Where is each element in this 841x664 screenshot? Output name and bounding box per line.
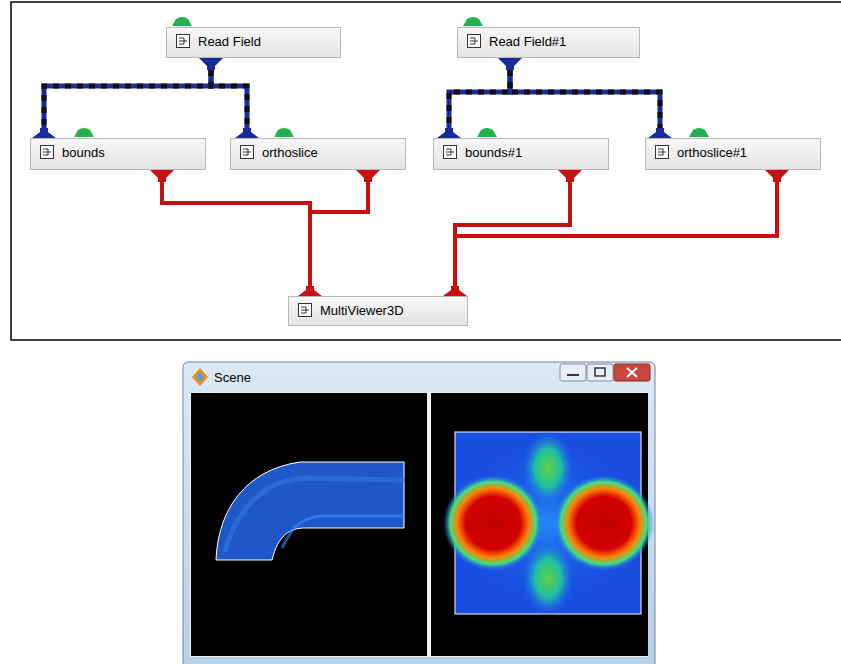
status-hat <box>172 17 192 26</box>
module-icon <box>39 144 55 160</box>
module-box: Read Field#1 <box>457 27 640 58</box>
module-box: bounds <box>30 138 206 170</box>
module-name: Read Field <box>198 34 261 50</box>
module-box: bounds#1 <box>433 138 609 170</box>
module-icon <box>466 33 482 49</box>
pipe-bend-slice <box>216 462 404 560</box>
wire <box>449 58 510 138</box>
window-frame <box>183 362 655 664</box>
wire <box>310 170 368 296</box>
status-hat <box>477 128 497 137</box>
port-markers <box>32 58 789 296</box>
window-title: Scene <box>214 370 251 385</box>
viewport-left <box>191 393 427 656</box>
wire <box>510 58 660 138</box>
wire <box>211 58 247 138</box>
wire <box>44 58 211 138</box>
module-box: Read Field <box>166 27 341 58</box>
network-panel <box>11 2 841 340</box>
app-icon <box>192 368 208 386</box>
status-hat <box>74 128 94 137</box>
wire <box>162 170 310 296</box>
field-heatmap <box>443 430 654 616</box>
module-name: MultiViewer3D <box>320 303 404 319</box>
module-name: Read Field#1 <box>489 34 566 50</box>
module-name: orthoslice <box>262 145 318 161</box>
module-icon <box>239 144 255 160</box>
module-box: MultiViewer3D <box>288 296 468 326</box>
module-icon <box>442 144 458 160</box>
module-name: orthoslice#1 <box>677 145 747 161</box>
module-box: orthoslice#1 <box>645 138 821 170</box>
window-buttons <box>560 364 650 381</box>
module-icon <box>175 33 191 49</box>
module-icon <box>654 144 670 160</box>
wire <box>455 170 570 296</box>
module-name: bounds#1 <box>465 145 522 161</box>
status-hat <box>274 128 294 137</box>
module-box: orthoslice <box>230 138 406 170</box>
status-hat <box>689 128 709 137</box>
status-hat <box>463 17 483 26</box>
module-name: bounds <box>62 145 105 161</box>
module-icon <box>297 302 313 318</box>
wire <box>455 170 777 296</box>
